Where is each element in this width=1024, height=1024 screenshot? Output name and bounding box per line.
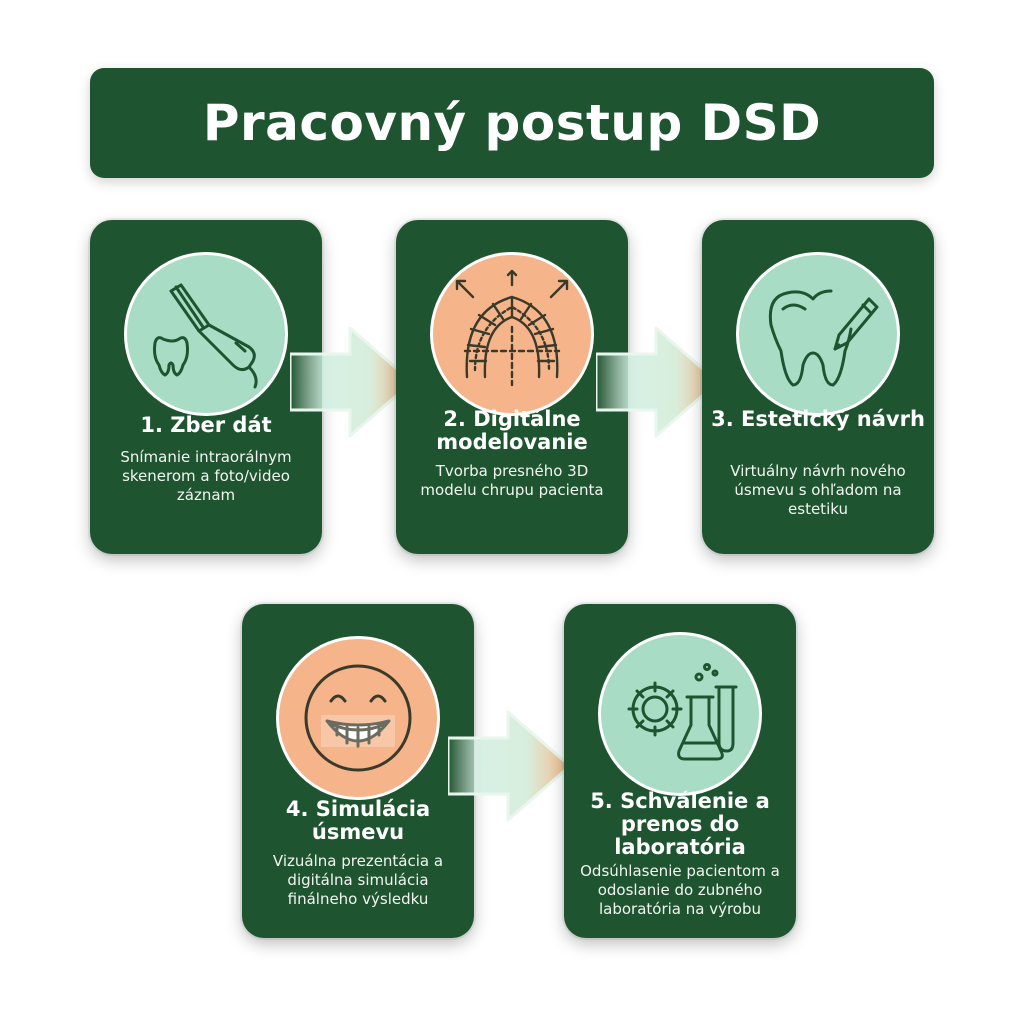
step-card-5: 5. Schválenie a prenos do laboratória Od…: [564, 604, 796, 938]
step-5-description: Odsúhlasenie pacientom a odoslanie do zu…: [580, 862, 780, 918]
step-card-4: 4. Simulácia úsmevu Vizuálna prezentácia…: [242, 604, 474, 938]
step-1-icon-circle: [124, 252, 288, 416]
smiling-face-icon: [304, 664, 412, 772]
tooth-pencil-icon: [768, 289, 879, 387]
step-4-title: 4. Simulácia úsmevu: [285, 797, 431, 844]
step-2-description: Tvorba presného 3D modelu chrupu pacient…: [420, 462, 604, 499]
dental-arch-mesh-icon: [455, 269, 569, 387]
gear-flask-icon: [627, 663, 738, 761]
step-1-title: 1. Zber dát: [140, 413, 272, 437]
step-3-icon-circle: [736, 252, 900, 416]
page-title: Pracovný postup DSD: [202, 94, 822, 152]
step-2-icon-circle: [430, 252, 594, 416]
step-5-title: 5. Schválenie a prenos do laboratória: [590, 789, 770, 859]
step-3-description: Virtuálny návrh nového úsmevu s ohľadom …: [730, 462, 906, 518]
step-4-description: Vizuálna prezentácia a digitálna simulác…: [272, 852, 444, 908]
arrow-1-to-2: [290, 326, 414, 438]
arrow-2-to-3: [596, 326, 720, 438]
step-card-3: 3. Estetický návrh Virtuálny návrh novéh…: [702, 220, 934, 554]
step-2-title: 2. Digitálne modelovanie: [436, 407, 588, 454]
step-1-description: Snímanie intraorálnym skenerom a foto/vi…: [120, 448, 292, 504]
step-3-title: 3. Estetický návrh: [711, 407, 925, 431]
arrow-4-to-5: [448, 710, 572, 822]
title-banner: Pracovný postup DSD: [90, 68, 934, 178]
intraoral-scanner-icon: [153, 283, 258, 389]
step-4-icon-circle: [276, 636, 440, 800]
step-card-1: 1. Zber dát Snímanie intraorálnym skener…: [90, 220, 322, 554]
step-card-2: 2. Digitálne modelovanie Tvorba presného…: [396, 220, 628, 554]
step-5-icon-circle: [598, 632, 762, 796]
